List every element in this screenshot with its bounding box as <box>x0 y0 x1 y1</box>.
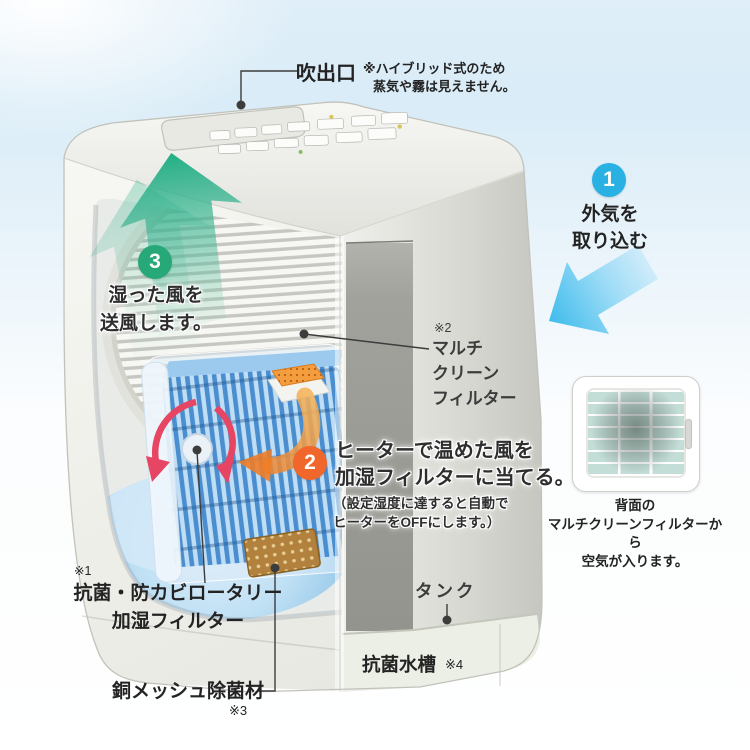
step2-badge: 2 <box>293 446 327 480</box>
body-outline <box>63 101 543 693</box>
outlet-note: ※ハイブリッド式のため 蒸気や霧は見えません。 <box>363 60 516 96</box>
leader-lines <box>196 70 448 692</box>
step1-line1: 外気を <box>581 204 639 225</box>
copper-mesh-ref: ※3 <box>229 703 248 718</box>
tank-window <box>346 243 413 631</box>
leader-dots <box>192 100 452 625</box>
step2-line1: ヒーターで温めた風を <box>335 440 534 462</box>
outlet-note-line2: 蒸気や霧は見えません。 <box>373 79 516 94</box>
rear-inset-line3: 空気が入ります。 <box>581 553 689 569</box>
step2-line2: 加湿フィルターに当てる。 <box>335 467 575 489</box>
base-tray-right <box>342 614 540 691</box>
tank-label: タンク <box>415 581 477 601</box>
rotation-arrows <box>151 398 236 466</box>
multi-clean-filter-line1: マルチ <box>432 339 483 358</box>
rotary-filter-line2: 加湿フィルター <box>111 611 245 632</box>
step2-note2: ヒーターをOFFにします。） <box>333 515 501 530</box>
multi-clean-filter-ref: ※2 <box>434 321 452 335</box>
step3-label: 湿った風を 送風します。 <box>86 282 226 338</box>
outlet-note-line1: ※ハイブリッド式のため <box>363 61 506 76</box>
antibacterial-tray-label: 抗菌水槽 <box>362 654 437 675</box>
outlet-label: 吹出口 <box>296 63 356 85</box>
step3-line2: 送風します。 <box>99 313 213 334</box>
step1-badge: 1 <box>592 163 626 197</box>
step3-line1: 湿った風を <box>108 285 204 306</box>
rear-filter-inset <box>572 376 700 492</box>
control-panel <box>209 111 408 155</box>
copper-mesh-label: 銅メッシュ除菌材 <box>112 681 265 702</box>
intake-arrow <box>549 245 658 334</box>
rear-inset-line1: 背面の <box>614 498 656 513</box>
step1-line2: 取り込む <box>571 231 648 252</box>
step1-label: 外気を 取り込む <box>550 201 670 255</box>
step2-note1: （設定湿度に達すると自動で <box>333 496 509 511</box>
rear-inset-caption: 背面の マルチクリーンフィルターから 空気が入ります。 <box>544 497 726 571</box>
multi-clean-filter-line3: フィルター <box>432 389 517 408</box>
heated-air-arrow <box>238 387 321 482</box>
copper-mesh <box>243 528 321 578</box>
rear-filter-handle <box>685 419 692 449</box>
rotary-filter-label: 抗菌・防カビロータリー 加湿フィルター <box>62 580 294 636</box>
step2-label: ヒーターで温めた風を 加湿フィルターに当てる。 <box>335 438 575 492</box>
step2-note: （設定湿度に達すると自動で ヒーターをOFFにします。） <box>333 494 509 532</box>
rear-filter-photo <box>586 388 686 478</box>
rotary-filter-line1: 抗菌・防カビロータリー <box>73 583 283 604</box>
step3-badge: 3 <box>138 245 172 279</box>
antibacterial-tray-ref: ※4 <box>445 657 464 672</box>
multi-clean-filter-line2: クリーン <box>432 364 500 383</box>
heater-unit <box>267 363 331 403</box>
multi-clean-filter-label: マルチ クリーン フィルター <box>432 336 517 411</box>
rotary-filter-ref: ※1 <box>74 564 92 578</box>
rear-inset-line2: マルチクリーンフィルターから <box>547 516 723 551</box>
